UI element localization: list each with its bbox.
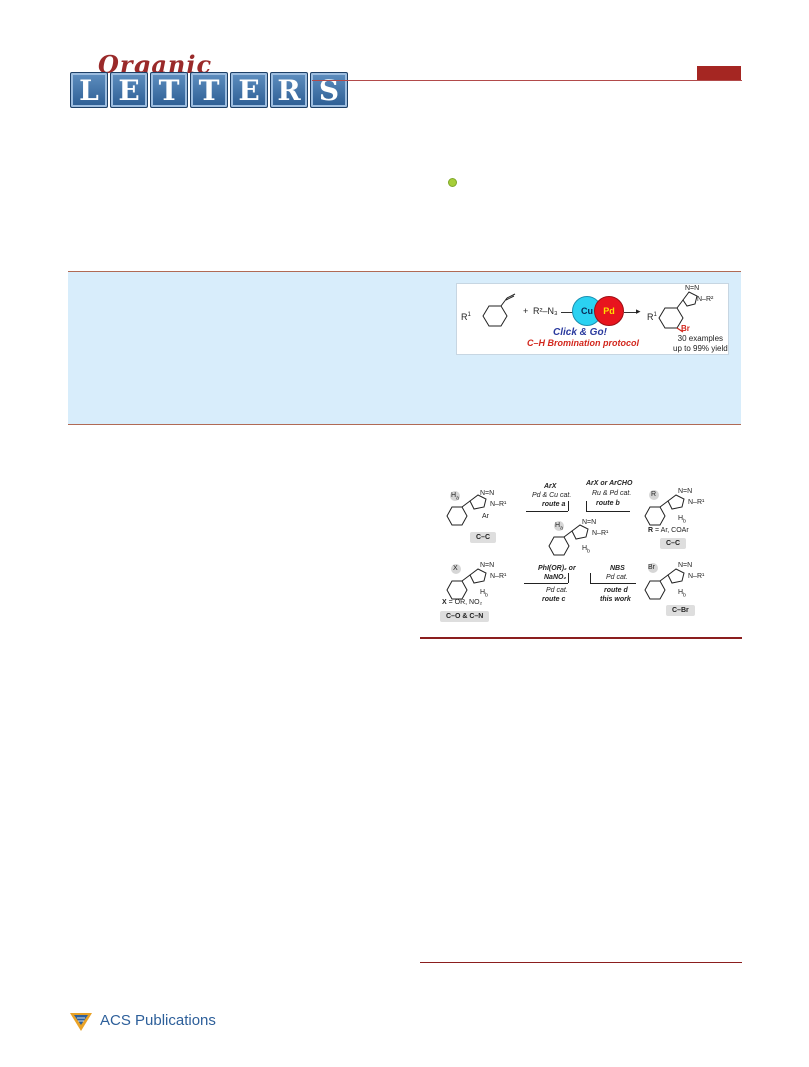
substituent-circle: [451, 564, 461, 574]
top-right-structure: [644, 494, 685, 526]
route-c-reagent: PhI(OR)₂ or: [538, 565, 576, 572]
route-a-arrow: [568, 501, 569, 511]
route-b-arrow: [586, 501, 587, 511]
toc-arrow-line: [561, 312, 573, 313]
bottom-left-structure: [446, 568, 487, 600]
acs-hexagon-icon: [70, 1013, 92, 1031]
route-c-arrow: [524, 583, 568, 584]
r-definition: R = Ar, COAr: [648, 527, 689, 534]
nn-label: N=N: [582, 519, 597, 526]
toc-br-label: Br: [681, 324, 690, 333]
r-label: R: [651, 491, 657, 498]
x-label: X: [453, 565, 458, 572]
route-c-label: route c: [542, 596, 566, 603]
nn-label: N=N: [480, 490, 495, 497]
toc-product-r1-label: R1: [647, 312, 657, 322]
nn-label: N=N: [678, 488, 693, 495]
nr1-label: N–R¹: [592, 530, 609, 537]
hb-label: Hb: [678, 589, 686, 599]
bond-tag-cc: C–C: [660, 538, 687, 549]
center-structure: [548, 524, 589, 556]
x-definition: X = OR, NO₂: [442, 599, 483, 606]
substituent-circle: [649, 490, 659, 500]
logo-tile: S: [310, 72, 348, 108]
route-b-catalyst: Ru & Pd cat.: [592, 490, 632, 497]
bond-tag-cc: C–C: [470, 532, 497, 543]
route-a-arrow: [526, 511, 568, 512]
route-d-arrow: [590, 583, 636, 584]
ha-label: Ha: [451, 492, 459, 502]
publisher-name: ACS Publications: [100, 1011, 216, 1029]
publisher-logo[interactable]: ACS Publications: [68, 1006, 216, 1034]
route-b-arrow: [586, 511, 630, 512]
product-structure: [658, 291, 698, 333]
journal-logo: Organic L E T T E R S: [70, 50, 348, 110]
route-b-label: route b: [596, 500, 620, 507]
logo-tile: E: [230, 72, 268, 108]
examples-count: 30 examples: [677, 334, 724, 343]
arrow-head-icon: ▸: [636, 306, 641, 316]
nr1-label: N–R¹: [688, 499, 705, 506]
bottom-right-structure: [644, 568, 685, 600]
br-label: Br: [648, 564, 655, 571]
route-a-catalyst: Pd & Cu cat.: [532, 492, 572, 499]
click-go-label: Click & Go!: [553, 327, 607, 338]
scheme-rule-top: [420, 637, 742, 639]
substituent-circle: [450, 491, 460, 501]
logo-tile: L: [70, 72, 108, 108]
toc-examples: 30 examples up to 99% yield: [673, 334, 728, 354]
nr1-label: N–R¹: [490, 501, 507, 508]
nr1-label: N–R¹: [490, 573, 507, 580]
yield-range: up to 99% yield: [673, 344, 728, 353]
hb-label: Hb: [480, 589, 488, 599]
toc-azide: R²–N₃: [533, 306, 558, 316]
bond-tag-co-cn: C–O & C–N: [440, 611, 490, 622]
route-d-label: route d: [604, 587, 628, 594]
toc-plus: +: [523, 306, 529, 316]
substituent-circle: [648, 563, 658, 573]
bromination-protocol-label: C–H Bromination protocol: [527, 338, 639, 348]
route-c-arrow: [568, 573, 569, 583]
route-d-reagent: NBS: [610, 565, 625, 572]
logo-letter-tiles: L E T T E R S: [70, 72, 348, 108]
substituent-circle: [554, 521, 564, 531]
toc-graphic: R1 + R²–N₃ Cu Pd ▸ Click & Go! C–H Bromi…: [456, 283, 729, 355]
nn-label: N=N: [678, 562, 693, 569]
logo-tile: T: [150, 72, 188, 108]
nn-label: N=N: [480, 562, 495, 569]
logo-tile: R: [270, 72, 308, 108]
header-color-tab: [697, 66, 741, 80]
top-left-structure: [446, 494, 487, 526]
aryl-alkyne-structure: [482, 293, 516, 327]
route-a-reagent: ArX: [544, 483, 557, 490]
pd-catalyst-circle: Pd: [594, 296, 624, 326]
toc-triazole-nn: N=N: [685, 285, 700, 292]
logo-tile: T: [190, 72, 228, 108]
toc-product-nr2: N–R²: [697, 296, 714, 303]
ha-label: Ha: [555, 522, 563, 532]
ar-label: Ar: [482, 513, 489, 520]
route-d-catalyst: Pd cat.: [606, 574, 628, 581]
column-rule-bottom: [420, 962, 742, 963]
header-rule: [312, 80, 742, 81]
logo-tile: E: [110, 72, 148, 108]
route-c-catalyst: Pd cat.: [546, 587, 568, 594]
reaction-scheme: Ha N=N N–R¹ Ar C–C ArX Pd & Cu cat. rout…: [420, 477, 742, 627]
toc-r1-label: R1: [461, 312, 471, 322]
route-d-arrow: [590, 573, 591, 583]
route-c-reagent2: NaNO₂: [544, 574, 567, 581]
nr1-label: N–R¹: [688, 573, 705, 580]
hb-label: Hb: [582, 545, 590, 555]
bond-tag-cbr: C–Br: [666, 605, 695, 616]
route-d-note: this work: [600, 596, 631, 603]
route-a-label: route a: [542, 501, 566, 508]
toc-arrow-line: [624, 312, 638, 313]
hb-label: Hb: [678, 515, 686, 525]
route-b-reagent: ArX or ArCHO: [586, 480, 633, 487]
orcid-icon[interactable]: [448, 178, 457, 187]
